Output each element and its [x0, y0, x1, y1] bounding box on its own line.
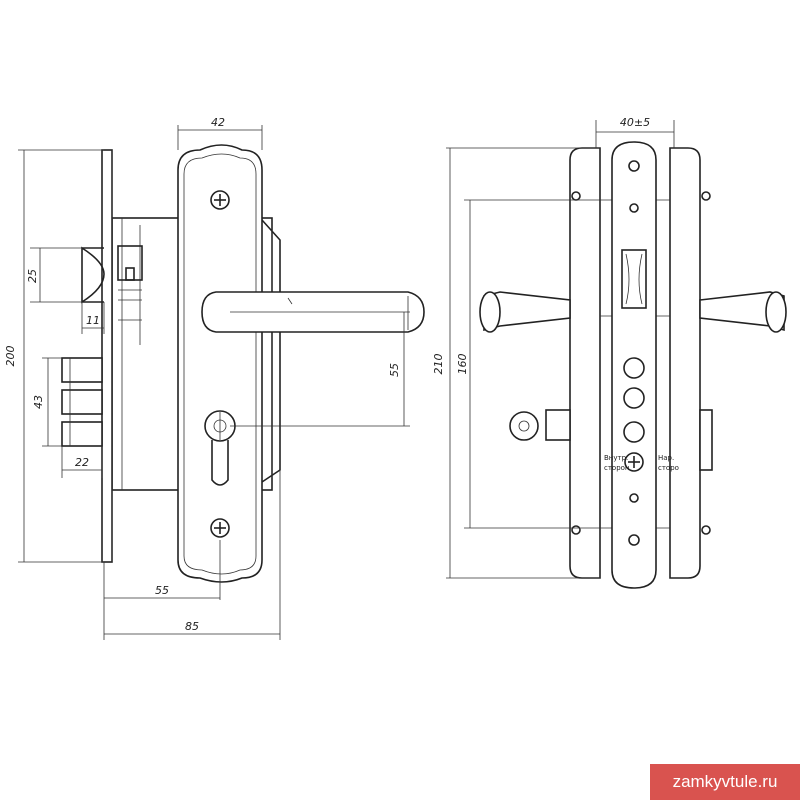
watermark-site: zamkyvtule.ru [650, 764, 800, 800]
outer-plate-right [669, 147, 701, 579]
dim-bolt-projection: 22 [75, 456, 89, 469]
handle-left [479, 291, 571, 333]
dim-bolt-height: 43 [32, 395, 45, 409]
dim-handle-to-cylinder: 55 [388, 363, 401, 377]
dim-latch-offset: 11 [86, 314, 100, 327]
dim-case-depth: 85 [185, 620, 199, 633]
dim-backset: 55 [155, 584, 169, 597]
dim-right-total-height: 210 [432, 354, 445, 375]
handle-right [699, 291, 787, 333]
latch [81, 246, 105, 304]
screw-top [210, 190, 230, 210]
key-icon [509, 409, 571, 441]
dim-width-top: 42 [211, 116, 225, 129]
outer-plate-left [569, 147, 601, 579]
lock-faceplate [101, 149, 113, 563]
bolt-hole-1 [623, 357, 645, 379]
label-outer-2: сторо [658, 464, 679, 472]
latch-window [621, 249, 647, 309]
bolt-hole-3 [623, 421, 645, 443]
deadbolt-1 [61, 357, 103, 383]
deadbolt-3 [61, 421, 103, 447]
cylinder-right [699, 409, 713, 471]
label-inner-1: Внутр. [604, 454, 628, 462]
left-view: 42 200 25 11 43 22 55 55 85 [4, 116, 425, 640]
bolt-hole-2 [623, 387, 645, 409]
deadbolt-2 [61, 389, 103, 415]
label-inner-2: сторон [604, 464, 630, 472]
handle-plate [177, 144, 263, 583]
dim-screw-spacing: 160 [456, 354, 469, 375]
screw-bottom [210, 518, 230, 538]
dim-latch-height: 25 [26, 269, 39, 283]
dim-total-height: 200 [4, 346, 17, 367]
dim-door-thickness: 40±5 [620, 116, 650, 129]
faceplate-screw [624, 452, 644, 472]
label-outer-1: Нар. [658, 454, 674, 462]
right-view: Внутр. сторон Нар. сторо 40±5 210 160 [432, 116, 787, 589]
